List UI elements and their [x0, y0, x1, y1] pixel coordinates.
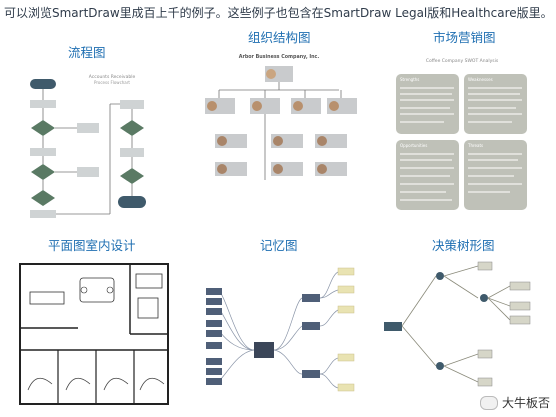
floorplan-thumbnail[interactable]	[18, 258, 170, 408]
section-title-decision-tree[interactable]: 决策树形图	[432, 238, 495, 253]
intro-text: 可以浏览SmartDraw里成百上千的例子。这些例子也包含在SmartDraw …	[4, 6, 553, 20]
org-chart-thumbnail[interactable]: Arbor Business Company, Inc.	[195, 50, 363, 190]
swot-threats: Threats	[467, 143, 483, 148]
swot-strengths: Strengths	[400, 77, 419, 82]
mindmap-graphic	[206, 267, 355, 392]
section-title-mindmap[interactable]: 记忆图	[260, 238, 298, 253]
section-title-org-chart[interactable]: 组织结构图	[248, 30, 311, 45]
decision-tree-graphic	[384, 261, 531, 387]
floorplan-graphic	[19, 263, 169, 405]
section-title-floorplan[interactable]: 平面图室内设计	[48, 238, 136, 253]
swot-opportunities: Opportunities	[400, 143, 427, 148]
flowchart-heading: Accounts Receivable	[89, 74, 136, 80]
swot-graphic: Coffee Company SWOT Analysis Strengths W…	[396, 58, 527, 210]
section-title-flowchart[interactable]: 流程图	[68, 45, 106, 60]
flowchart-subheading: Process Flowchart	[94, 80, 130, 85]
mindmap-thumbnail[interactable]	[198, 262, 358, 402]
wechat-icon	[479, 395, 498, 410]
watermark-text: 大牛板否	[501, 396, 550, 410]
flowchart-thumbnail[interactable]: Accounts Receivable Process Flowchart	[22, 64, 172, 224]
watermark: 大牛板否	[479, 394, 550, 411]
swot-thumbnail[interactable]: Coffee Company SWOT Analysis Strengths W…	[394, 56, 530, 218]
decision-tree-thumbnail[interactable]	[378, 258, 540, 390]
section-title-marketing[interactable]: 市场营销图	[433, 30, 496, 45]
flowchart-graphic: Accounts Receivable Process Flowchart	[30, 74, 146, 218]
swot-weaknesses: Weaknesses	[468, 77, 493, 82]
org-chart-graphic: Arbor Business Company, Inc.	[205, 54, 357, 180]
org-company-name: Arbor Business Company, Inc.	[239, 54, 320, 60]
swot-heading: Coffee Company SWOT Analysis	[426, 58, 499, 64]
